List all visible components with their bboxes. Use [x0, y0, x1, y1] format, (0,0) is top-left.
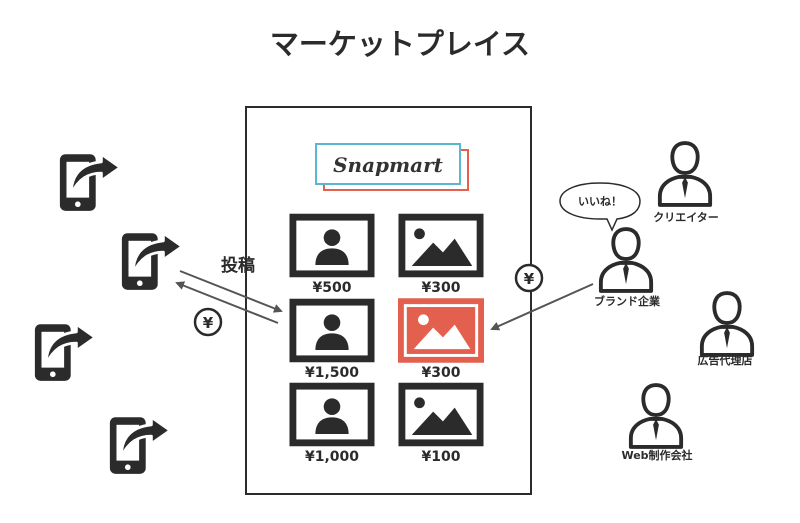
ad-agency-person-icon — [699, 291, 755, 357]
web-agency-person-icon — [628, 383, 684, 449]
snapmart-logo: Snapmart — [315, 143, 469, 191]
creator-person-icon — [657, 141, 713, 207]
photo-price-4: ¥300 — [422, 365, 461, 381]
photo-frame-person-1 — [293, 217, 371, 274]
photo-price-3: ¥1,500 — [305, 365, 359, 381]
photo-frame-person-3 — [293, 386, 371, 443]
logo-text: Snapmart — [333, 153, 444, 177]
photo-price-1: ¥500 — [313, 280, 352, 296]
photo-price-5: ¥1,000 — [305, 449, 359, 465]
page-title: マーケットプレイス — [270, 27, 530, 61]
phone-share-icon-4 — [108, 415, 172, 476]
phone-share-icon-3 — [33, 322, 97, 383]
payment-to-creator-arrow — [175, 281, 279, 324]
post-label: 投稿 — [221, 255, 255, 276]
photo-frame-landscape-1 — [402, 217, 480, 274]
speech-bubble-text: いいね！ — [578, 195, 622, 208]
buyer-label-web-agency: Web制作会社 — [621, 448, 692, 462]
purchase-arrow — [490, 283, 594, 331]
photo-price-2: ¥300 — [422, 280, 461, 296]
photo-price-6: ¥100 — [422, 449, 461, 465]
photo-frame-person-2 — [293, 302, 371, 359]
brand-company-person-icon — [598, 227, 654, 293]
phone-share-icon-1 — [58, 152, 122, 213]
photo-frame-landscape-2 — [402, 386, 480, 443]
yen-symbol-right: ¥ — [524, 270, 535, 288]
speech-bubble: いいね！ — [559, 182, 641, 232]
yen-symbol-left: ¥ — [203, 314, 214, 332]
buyer-label-brand: ブランド企業 — [594, 294, 661, 308]
phone-share-icon-2 — [120, 231, 184, 292]
photo-frame-landscape-highlight — [401, 301, 481, 360]
post-arrow — [179, 270, 283, 313]
buyer-label-creator: クリエイター — [653, 211, 719, 224]
buyer-label-ad-agency: 広告代理店 — [698, 353, 753, 367]
